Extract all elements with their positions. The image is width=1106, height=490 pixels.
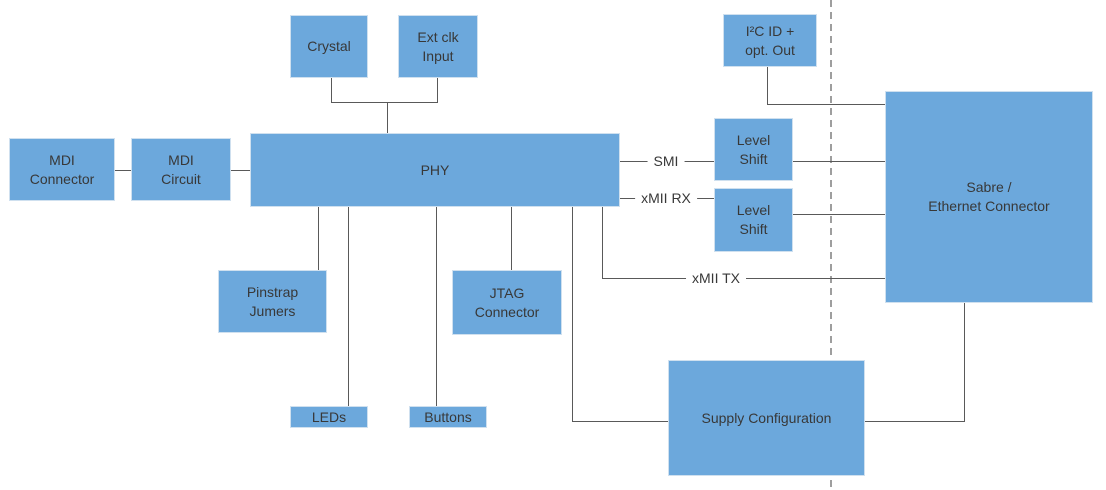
wire-phy-to-supply-vertical [572,207,573,421]
mdi-connector-label: MDI Connector [29,151,95,187]
wire-sabre-to-supply-horizontal [865,421,965,422]
i2c-id-opt-out-box: I²C ID + opt. Out [723,14,817,67]
pinstrap-jumpers-label: Pinstrap Jumers [246,283,299,319]
supply-configuration-box: Supply Configuration [668,360,865,476]
sabre-ethernet-connector-label: Sabre / Ethernet Connector [928,179,1050,214]
mdi-circuit-box: MDI Circuit [131,138,231,201]
wire-phy-to-buttons [436,207,437,406]
ext-clk-input-label: Ext clk Input [417,28,459,64]
phy-box: PHY [250,133,620,207]
wire-i2c-drop [767,67,768,104]
buttons-box: Buttons [409,406,487,428]
wire-levelshift1-to-sabre [793,161,885,162]
level-shift-top-label: Level Shift [736,131,771,167]
supply-configuration-label: Supply Configuration [701,409,832,426]
leds-label: LEDs [311,408,347,425]
wire-clock-join [331,102,438,103]
xmii-rx-wire-label: xMII RX [635,190,697,206]
wire-sabre-to-supply-vertical [964,303,965,421]
crystal-box: Crystal [290,15,368,78]
i2c-id-opt-out-label: I²C ID + opt. Out [745,22,795,58]
smi-wire-label: SMI [647,153,685,169]
level-shift-bottom-box: Level Shift [714,188,793,252]
wire-phy-to-jtag [511,207,512,270]
leds-box: LEDs [290,406,368,428]
xmii-tx-wire-label: xMII TX [686,270,746,286]
jtag-connector-box: JTAG Connector [452,270,562,335]
wire-mdicirc-to-phy [231,170,250,171]
pinstrap-jumpers-box: Pinstrap Jumers [218,270,327,333]
ext-clk-input-box: Ext clk Input [398,15,478,78]
level-shift-bottom-label: Level Shift [736,202,771,237]
wire-xmii-tx-drop [602,207,603,279]
jtag-connector-label: JTAG Connector [474,284,540,320]
wire-clock-to-phy [387,102,388,133]
mdi-circuit-label: MDI Circuit [161,151,201,187]
phy-label: PHY [420,161,450,178]
crystal-label: Crystal [307,38,351,55]
level-shift-top-box: Level Shift [714,118,793,181]
mdi-connector-box: MDI Connector [9,138,115,201]
buttons-label: Buttons [424,408,472,425]
wire-levelshift2-to-sabre [793,214,885,215]
wire-phy-to-pinstrap [318,207,319,270]
wire-crystal-drop [331,78,332,102]
wire-phy-to-leds [348,207,349,406]
wire-extclk-drop [437,78,438,102]
wire-i2c-to-sabre [767,104,885,105]
wire-mdiconn-to-mdicirc [115,170,131,171]
wire-phy-to-supply-horizontal [572,421,668,422]
sabre-ethernet-connector-box: Sabre / Ethernet Connector [885,91,1093,303]
